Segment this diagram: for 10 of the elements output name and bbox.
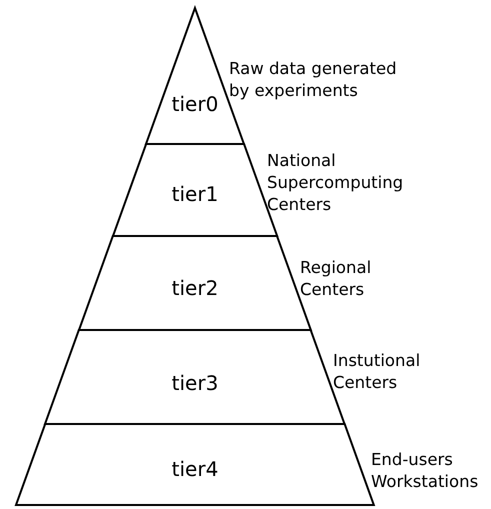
tier-description: Instutional Centers (333, 350, 422, 394)
tier-label: tier4 (172, 457, 218, 481)
tier-description: National Supercomputing Centers (267, 150, 404, 216)
tier-label: tier3 (172, 371, 218, 395)
tier-description: End-users Workstations (371, 449, 480, 493)
tier-label: tier0 (172, 92, 218, 116)
tier-description: Raw data generated by experiments (229, 58, 398, 102)
tier-label: tier2 (172, 276, 218, 300)
tier-description: Regional Centers (300, 257, 372, 301)
tier-label: tier1 (172, 182, 218, 206)
